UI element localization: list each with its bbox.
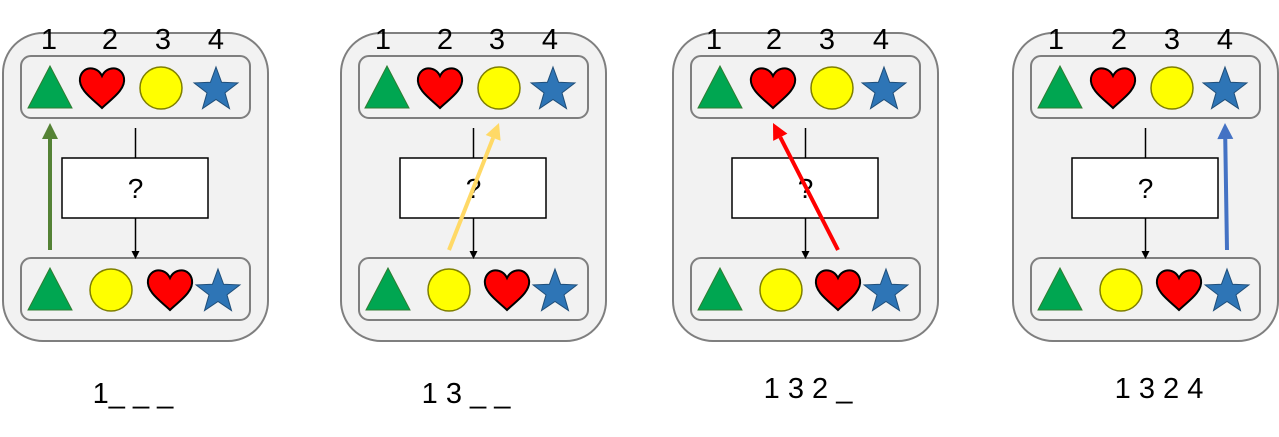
mapping-arrow-head <box>485 123 501 141</box>
top-row-container <box>20 55 251 119</box>
bottom-heart-icon <box>1155 269 1203 312</box>
panel-1: 1 2 3 4? 1_ _ _ <box>2 24 269 410</box>
position-number-3: 3 <box>489 24 505 56</box>
position-number-1: 1 <box>41 24 57 56</box>
top-circle-icon <box>1150 66 1194 110</box>
top-circle-icon <box>477 66 521 110</box>
position-number-3: 3 <box>1164 24 1180 56</box>
position-number-4: 4 <box>542 24 558 56</box>
position-number-4: 4 <box>208 24 224 56</box>
top-heart-icon <box>1089 67 1137 110</box>
bottom-star-icon <box>194 267 242 312</box>
mapping-arrow <box>778 136 840 251</box>
mapping-arrow-head <box>42 123 58 139</box>
position-number-2: 2 <box>437 24 453 56</box>
bottom-triangle-icon <box>1037 266 1083 311</box>
mapping-arrow-head <box>1217 123 1234 140</box>
top-star-icon <box>1201 65 1249 110</box>
top-circle-icon <box>810 66 854 110</box>
position-number-2: 2 <box>102 24 118 56</box>
bottom-heart-icon <box>146 269 194 312</box>
bottom-star-icon <box>1203 267 1251 312</box>
top-triangle-icon <box>1037 64 1083 109</box>
bottom-heart-icon <box>814 269 862 312</box>
top-triangle-icon <box>364 64 410 109</box>
top-heart-icon <box>416 67 464 110</box>
top-star-icon <box>860 65 908 110</box>
sequence-caption: 1 3 2 _ <box>764 373 854 405</box>
top-row-container <box>690 55 921 119</box>
panel-4: 1 2 3 4? 1 3 2 4 <box>1012 24 1279 405</box>
bottom-circle-icon <box>427 268 471 312</box>
top-row-container <box>1030 55 1261 119</box>
top-row-container <box>358 55 589 119</box>
bottom-star-icon <box>862 267 910 312</box>
bottom-triangle-icon <box>365 266 411 311</box>
bottom-triangle-icon <box>697 266 743 311</box>
mapping-arrow-head <box>773 123 788 141</box>
bottom-heart-icon <box>483 269 531 312</box>
sequence-caption: 1 3 _ _ <box>422 378 512 410</box>
position-number-2: 2 <box>766 24 782 56</box>
mapping-arrow <box>447 137 495 251</box>
top-triangle-icon <box>27 64 73 109</box>
top-star-icon <box>529 65 577 110</box>
position-number-3: 3 <box>155 24 171 56</box>
bottom-circle-icon <box>759 268 803 312</box>
sequence-caption: 1_ _ _ <box>93 378 174 410</box>
bottom-circle-icon <box>1099 268 1143 312</box>
bottom-triangle-icon <box>27 266 73 311</box>
position-number-2: 2 <box>1111 24 1127 56</box>
position-number-4: 4 <box>873 24 889 56</box>
position-number-1: 1 <box>1048 24 1064 56</box>
position-number-3: 3 <box>819 24 835 56</box>
mapping-arrow <box>1223 138 1229 251</box>
mapping-box <box>1071 157 1219 219</box>
question-mark: ? <box>128 173 144 204</box>
top-circle-icon <box>139 66 183 110</box>
position-number-1: 1 <box>706 24 722 56</box>
sequence-caption: 1 3 2 4 <box>1115 373 1204 405</box>
position-number-4: 4 <box>1217 24 1233 56</box>
top-star-icon <box>192 65 240 110</box>
question-mark: ? <box>1138 173 1154 204</box>
top-heart-icon <box>78 67 126 110</box>
bottom-star-icon <box>531 267 579 312</box>
top-triangle-icon <box>697 64 743 109</box>
position-number-1: 1 <box>375 24 391 56</box>
top-heart-icon <box>749 67 797 110</box>
bottom-circle-icon <box>89 268 133 312</box>
